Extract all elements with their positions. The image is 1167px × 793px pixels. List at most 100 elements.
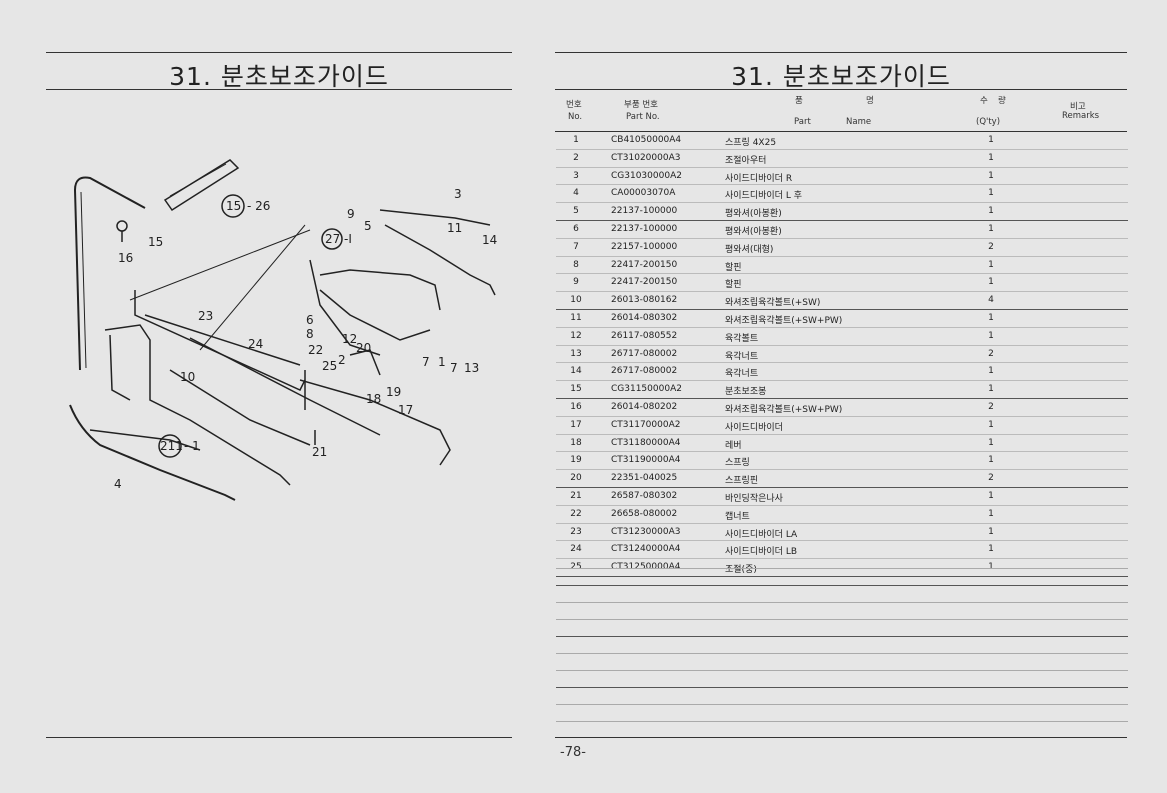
diagram-bracket — [309, 259, 381, 356]
diagram-guide-line — [199, 224, 306, 351]
empty-rule — [556, 670, 1128, 671]
diagram-rod — [80, 191, 87, 369]
part-row-number: 5 — [573, 206, 579, 217]
part-quantity: 1 — [988, 135, 994, 145]
diagram-bracket — [319, 289, 431, 341]
exploded-parts-diagram: 15 - 26 27 -I 211 - 1 15 16 3 9 5 11 14 … — [69, 159, 497, 501]
part-number: 22157-100000 — [611, 241, 678, 252]
diagram-label-6: 6 — [306, 313, 314, 327]
diagram-ref-211-suffix: - 1 — [184, 439, 200, 453]
part-quantity: 1 — [988, 330, 994, 341]
diagram-label-8: 8 — [306, 327, 314, 341]
diagram-label-3: 3 — [454, 187, 462, 201]
diagram-label-7b: 7 — [450, 361, 458, 375]
part-quantity: 1 — [988, 419, 994, 430]
part-number: CT31190000A4 — [611, 455, 681, 466]
part-quantity: 1 — [988, 455, 994, 466]
part-number: CT31240000A4 — [611, 544, 681, 555]
part-row-number: 2 — [573, 152, 579, 163]
diagram-ref-15: 15 — [226, 199, 241, 213]
part-quantity: 1 — [988, 170, 994, 181]
header-remarks-en: Remarks — [1062, 111, 1100, 121]
part-row-number: 20 — [570, 473, 582, 484]
part-name: 사이드디바이더 LA — [725, 529, 798, 540]
right-top-rule — [555, 52, 1127, 53]
diagram-divider — [69, 404, 236, 501]
part-name: 분초보조봉 — [725, 387, 767, 398]
part-number: 22417-200150 — [611, 259, 678, 270]
left-title-rule — [46, 89, 512, 90]
part-name: 스프링 4X25 — [725, 138, 777, 148]
diagram-label-12: 12 — [342, 332, 357, 346]
part-number: 26117-080552 — [611, 330, 678, 341]
empty-rule — [556, 585, 1128, 586]
part-row-number: 3 — [573, 170, 579, 181]
part-number: CB41050000A4 — [611, 135, 682, 145]
part-row-number: 12 — [570, 330, 582, 341]
left-page-title: 31. 분초보조가이드 — [169, 62, 389, 91]
diagram-shield — [163, 159, 240, 212]
part-row-number: 19 — [570, 455, 582, 466]
empty-rule — [556, 619, 1128, 620]
part-row-number: 15 — [570, 384, 582, 395]
diagram-label-2: 2 — [338, 353, 346, 367]
part-number: CG31030000A2 — [611, 170, 682, 181]
diagram-label-15: 15 — [148, 235, 163, 249]
part-number: 22417-200150 — [611, 277, 678, 288]
header-name-kr-1: 품 — [795, 96, 803, 106]
diagram-label-19: 19 — [386, 385, 401, 399]
part-number: CT31170000A2 — [611, 419, 681, 430]
diagram-label-20: 20 — [356, 341, 371, 355]
part-quantity: 1 — [988, 384, 994, 395]
empty-rule — [556, 704, 1128, 705]
part-name: 조절(중) — [725, 565, 757, 576]
part-row-number: 11 — [570, 312, 582, 323]
part-number: CT31180000A4 — [611, 437, 681, 448]
part-quantity: 1 — [988, 188, 994, 199]
diagram-ref-211: 211 — [160, 439, 183, 453]
part-row-number: 16 — [570, 401, 582, 412]
part-quantity: 2 — [988, 348, 994, 359]
empty-rule — [556, 687, 1128, 688]
diagram-label-16: 16 — [118, 251, 133, 265]
right-title-rule — [555, 89, 1127, 90]
part-number: 22137-100000 — [611, 206, 678, 217]
diagram-divider — [89, 429, 201, 451]
diagram-rod — [73, 176, 146, 371]
part-number: 26717-080002 — [611, 366, 678, 377]
part-number: CT31250000A4 — [611, 562, 680, 572]
diagram-callout-211 — [158, 434, 182, 458]
part-name: 바인딩작은나사 — [725, 493, 783, 504]
part-quantity: 1 — [976, 562, 1006, 572]
header-part-kr: 부품 번호 — [624, 100, 658, 110]
diagram-rod-23 — [144, 314, 301, 366]
part-number: CT31230000A3 — [611, 526, 681, 537]
empty-rule — [556, 602, 1128, 603]
table-row: 15 CG31150000A2 분초보조봉 1 — [556, 381, 1128, 399]
diagram-callout-15 — [221, 194, 245, 218]
diagram-label-17: 17 — [398, 403, 413, 417]
part-number: 26014-080202 — [611, 401, 678, 412]
part-name: 레버 — [725, 440, 742, 451]
part-name: 와셔조립육각볼트(+SW+PW) — [725, 315, 843, 326]
table-row: 25CT31250000A4조절(중)1 — [556, 559, 1128, 577]
diagram-label-18: 18 — [366, 392, 381, 406]
part-number: CT31020000A3 — [611, 152, 681, 163]
header-name-kr-2: 명 — [866, 96, 874, 106]
diagram-label-5: 5 — [364, 219, 372, 233]
diagram-label-14: 14 — [482, 233, 497, 247]
part-number: 26717-080002 — [611, 348, 678, 359]
part-number: CG31150000A2 — [611, 384, 682, 395]
